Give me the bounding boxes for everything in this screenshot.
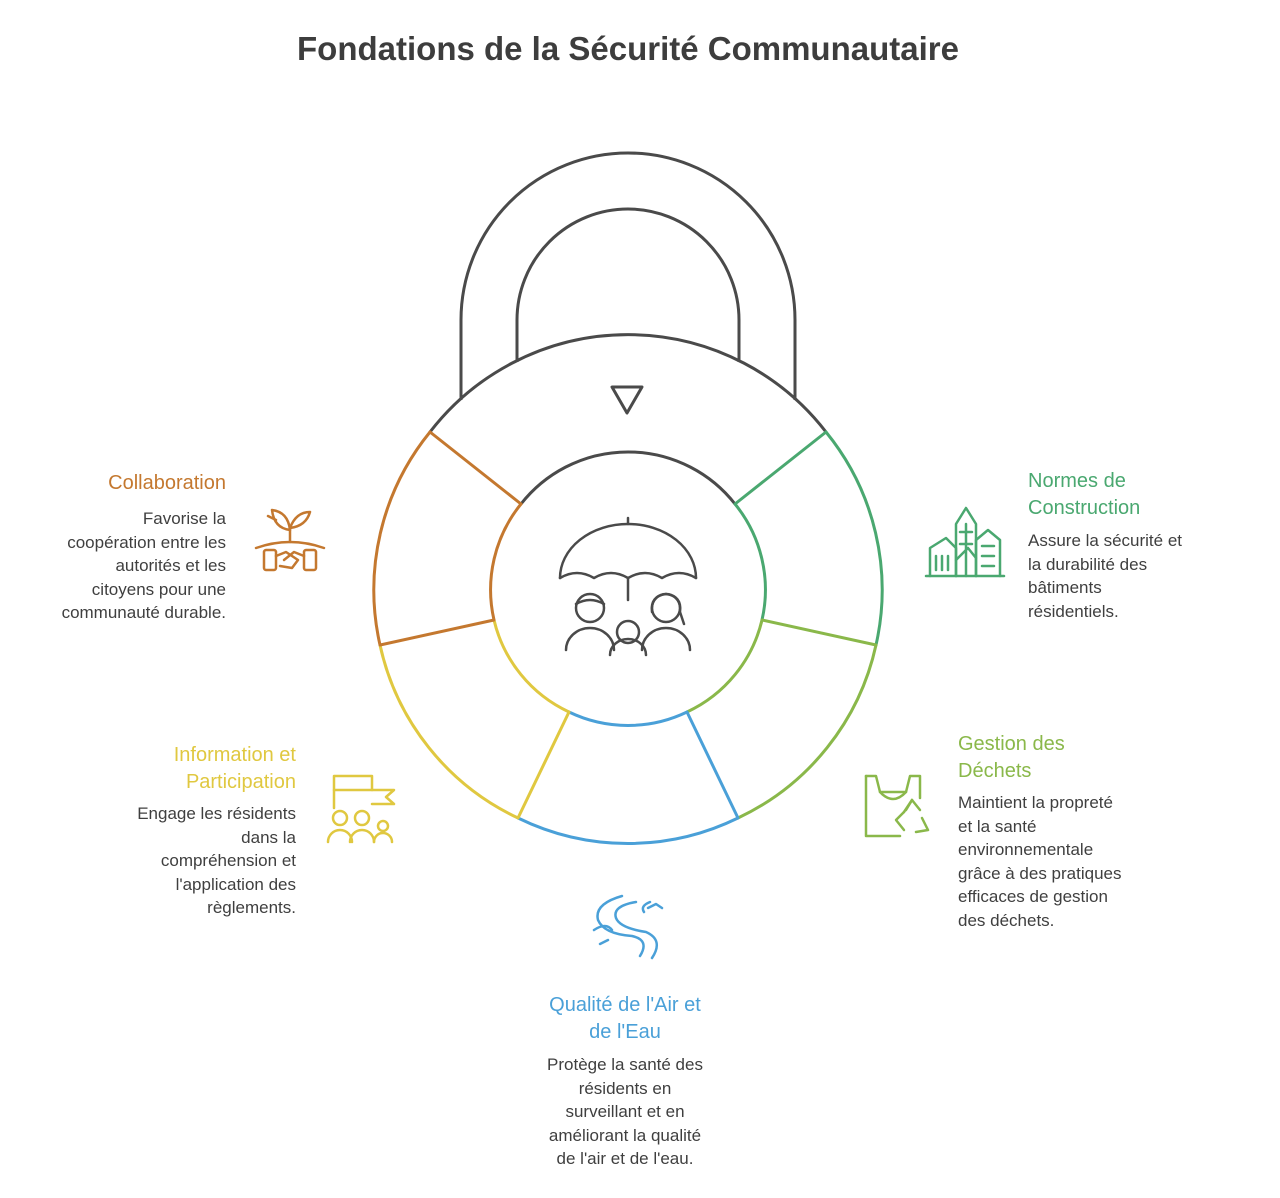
divider-building-top (733, 430, 828, 506)
collaboration-description: Favorise la coopération entre les autori… (61, 509, 226, 622)
air-water-description: Protège la santé des résidents en survei… (547, 1055, 703, 1168)
divider-info-air (516, 710, 571, 820)
family-umbrella-icon (558, 516, 698, 657)
inner-segment-information (492, 618, 571, 714)
people-flag-icon (326, 774, 396, 844)
ring-segment-waste (736, 643, 878, 820)
information-heading: Information et Participation (173, 744, 296, 793)
handshake-plant-icon (254, 508, 326, 572)
divider-collab-info (378, 618, 496, 647)
page-title: Fondations de la Sécurité Communautaire (297, 30, 959, 67)
inner-segment-top (519, 450, 737, 506)
building-heading: Normes de Construction (1028, 470, 1141, 519)
collaboration-heading: Collaboration (108, 472, 226, 494)
buildings-icon (924, 506, 1006, 578)
ring-segment-air-water (516, 816, 740, 846)
ring-segment-building (824, 430, 884, 647)
information-description: Engage les résidents dans la compréhensi… (137, 804, 296, 917)
inner-segment-collaboration (489, 502, 523, 622)
inner-segment-waste (685, 618, 764, 714)
air-water-heading: Qualité de l'Air et de l'Eau (549, 994, 701, 1043)
ring-segment-collaboration (372, 430, 432, 647)
recycle-bag-icon (864, 774, 930, 838)
inner-segment-building (733, 502, 767, 622)
waste-description: Maintient la propreté et la santé enviro… (958, 793, 1122, 930)
ring-segment-information (378, 643, 520, 820)
divider-waste-building (760, 618, 878, 647)
divider-collab-top (428, 430, 523, 506)
inner-segment-air-water (567, 710, 689, 727)
river-icon (592, 894, 664, 960)
ring-segment-top (428, 333, 828, 434)
divider-air-waste (685, 710, 740, 820)
triangle-indicator-icon (610, 385, 644, 415)
building-description: Assure la sécurité et la durabilité des … (1028, 531, 1183, 621)
waste-heading: Gestion des Déchets (958, 733, 1065, 782)
padlock-shackle (459, 151, 797, 400)
